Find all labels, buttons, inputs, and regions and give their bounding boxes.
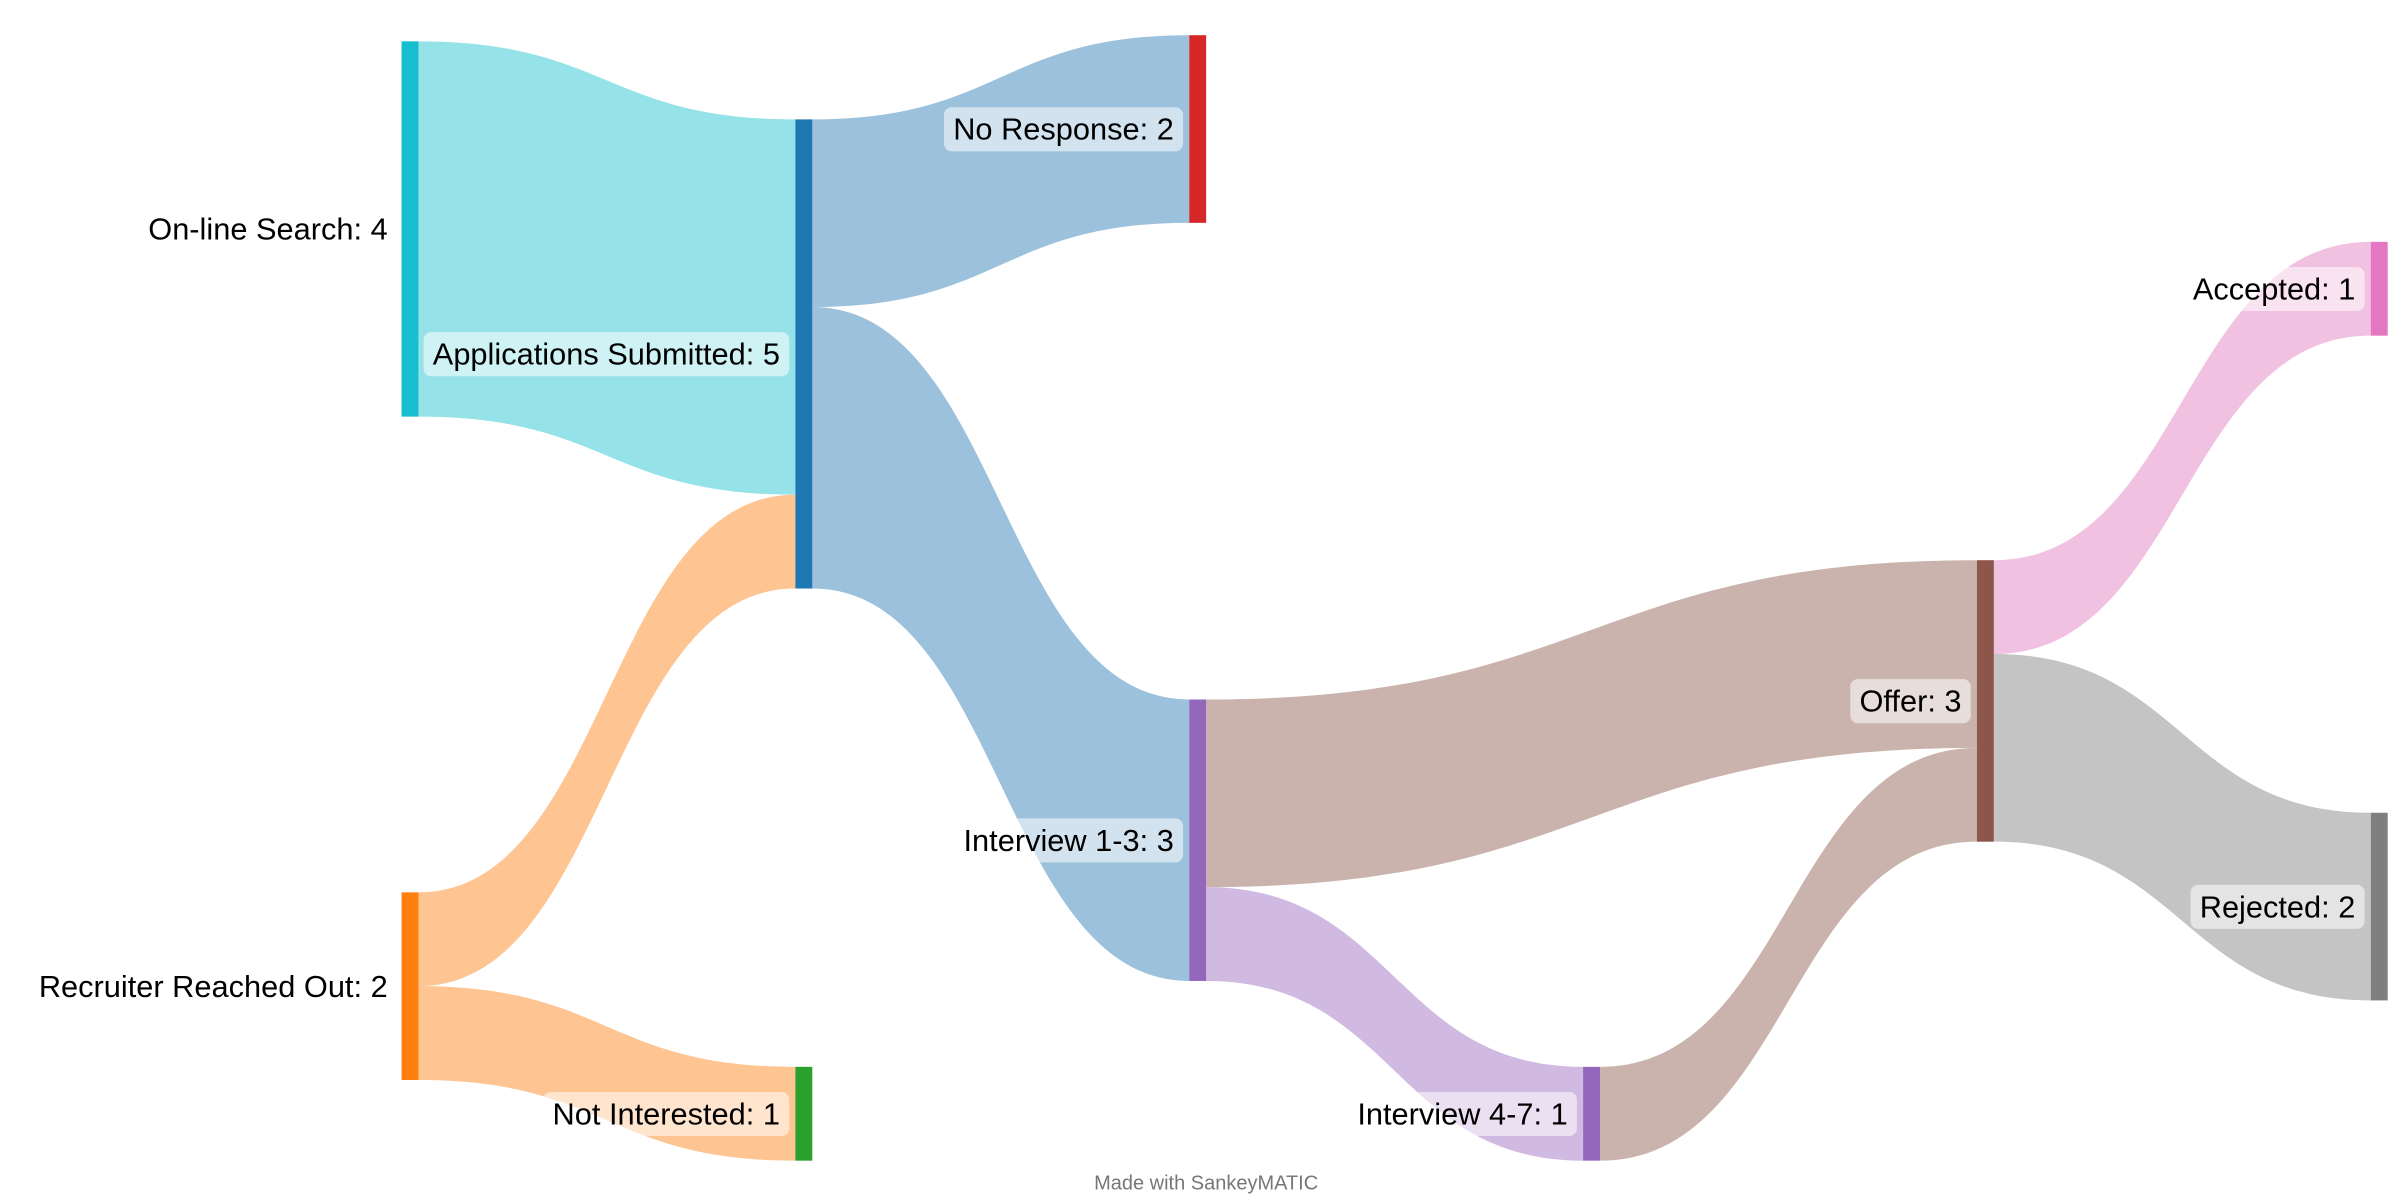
node-applications-submitted[interactable] [795,119,813,589]
label-background [423,332,790,377]
node-label-text: Interview 1-3: 3 [964,823,1174,858]
node-interview-1-3[interactable] [1189,699,1207,981]
nodes-layer [401,35,2388,1161]
node-label-text: Recruiter Reached Out: 2 [39,969,388,1004]
node-label-text: Applications Submitted: 5 [433,337,780,372]
node-not-interested[interactable] [795,1066,813,1161]
flow-recruiter-reached-out-to-applications-submitted[interactable] [418,494,796,987]
node-interview-4-7[interactable] [1583,1066,1600,1161]
flow-on-line-search-to-applications-submitted[interactable] [418,41,796,495]
flow-offer-to-rejected[interactable] [1993,654,2371,1001]
label-background [543,1091,790,1137]
node-label-interview-1-3: Interview 1-3: 3 [954,818,1184,863]
labels-layer: On-line Search: 4 Recruiter Reached Out: … [39,107,2365,1137]
node-accepted[interactable] [2370,241,2388,336]
node-label-text: Accepted: 1 [2193,272,2355,307]
node-label-accepted: Accepted: 1 [2183,266,2365,312]
node-label-text: Rejected: 2 [2200,889,2356,924]
node-label-offer: Offer: 3 [1850,679,1971,724]
flow-applications-submitted-to-interview-1-3[interactable] [812,307,1190,981]
label-background [2183,266,2365,312]
node-recruiter-reached-out[interactable] [401,892,419,1080]
label-background [1348,1091,1577,1137]
node-label-not-interested: Not Interested: 1 [543,1091,790,1137]
node-label-text: Not Interested: 1 [553,1097,780,1132]
label-background [943,107,1184,152]
node-label-applications-submitted: Applications Submitted: 5 [423,332,790,377]
node-on-line-search[interactable] [401,41,419,417]
node-label-text: Offer: 3 [1859,684,1961,719]
flow-interview-4-7-to-offer[interactable] [1600,747,1977,1161]
node-label-interview-4-7: Interview 4-7: 1 [1348,1091,1577,1137]
node-offer[interactable] [1976,560,1994,842]
footer-credit: Made with SankeyMATIC [1094,1172,1318,1194]
node-no-response[interactable] [1189,35,1207,223]
flow-offer-to-accepted[interactable] [1993,241,2371,655]
flow-interview-1-3-to-offer[interactable] [1206,560,1977,888]
flows-layer [418,35,2371,1161]
label-background [954,818,1184,863]
node-label-text: No Response: 2 [953,112,1174,147]
node-rejected[interactable] [2370,812,2388,1001]
node-label-recruiter-reached-out: Recruiter Reached Out: 2 [39,969,388,1004]
node-label-rejected: Rejected: 2 [2190,884,2365,929]
flow-applications-submitted-to-no-response[interactable] [812,35,1190,308]
node-label-text: Interview 4-7: 1 [1357,1097,1567,1132]
node-label-no-response: No Response: 2 [943,107,1184,152]
label-background [1850,679,1971,724]
node-label-text: On-line Search: 4 [148,212,387,247]
node-label-on-line-search: On-line Search: 4 [148,212,387,247]
label-background [2190,884,2365,929]
